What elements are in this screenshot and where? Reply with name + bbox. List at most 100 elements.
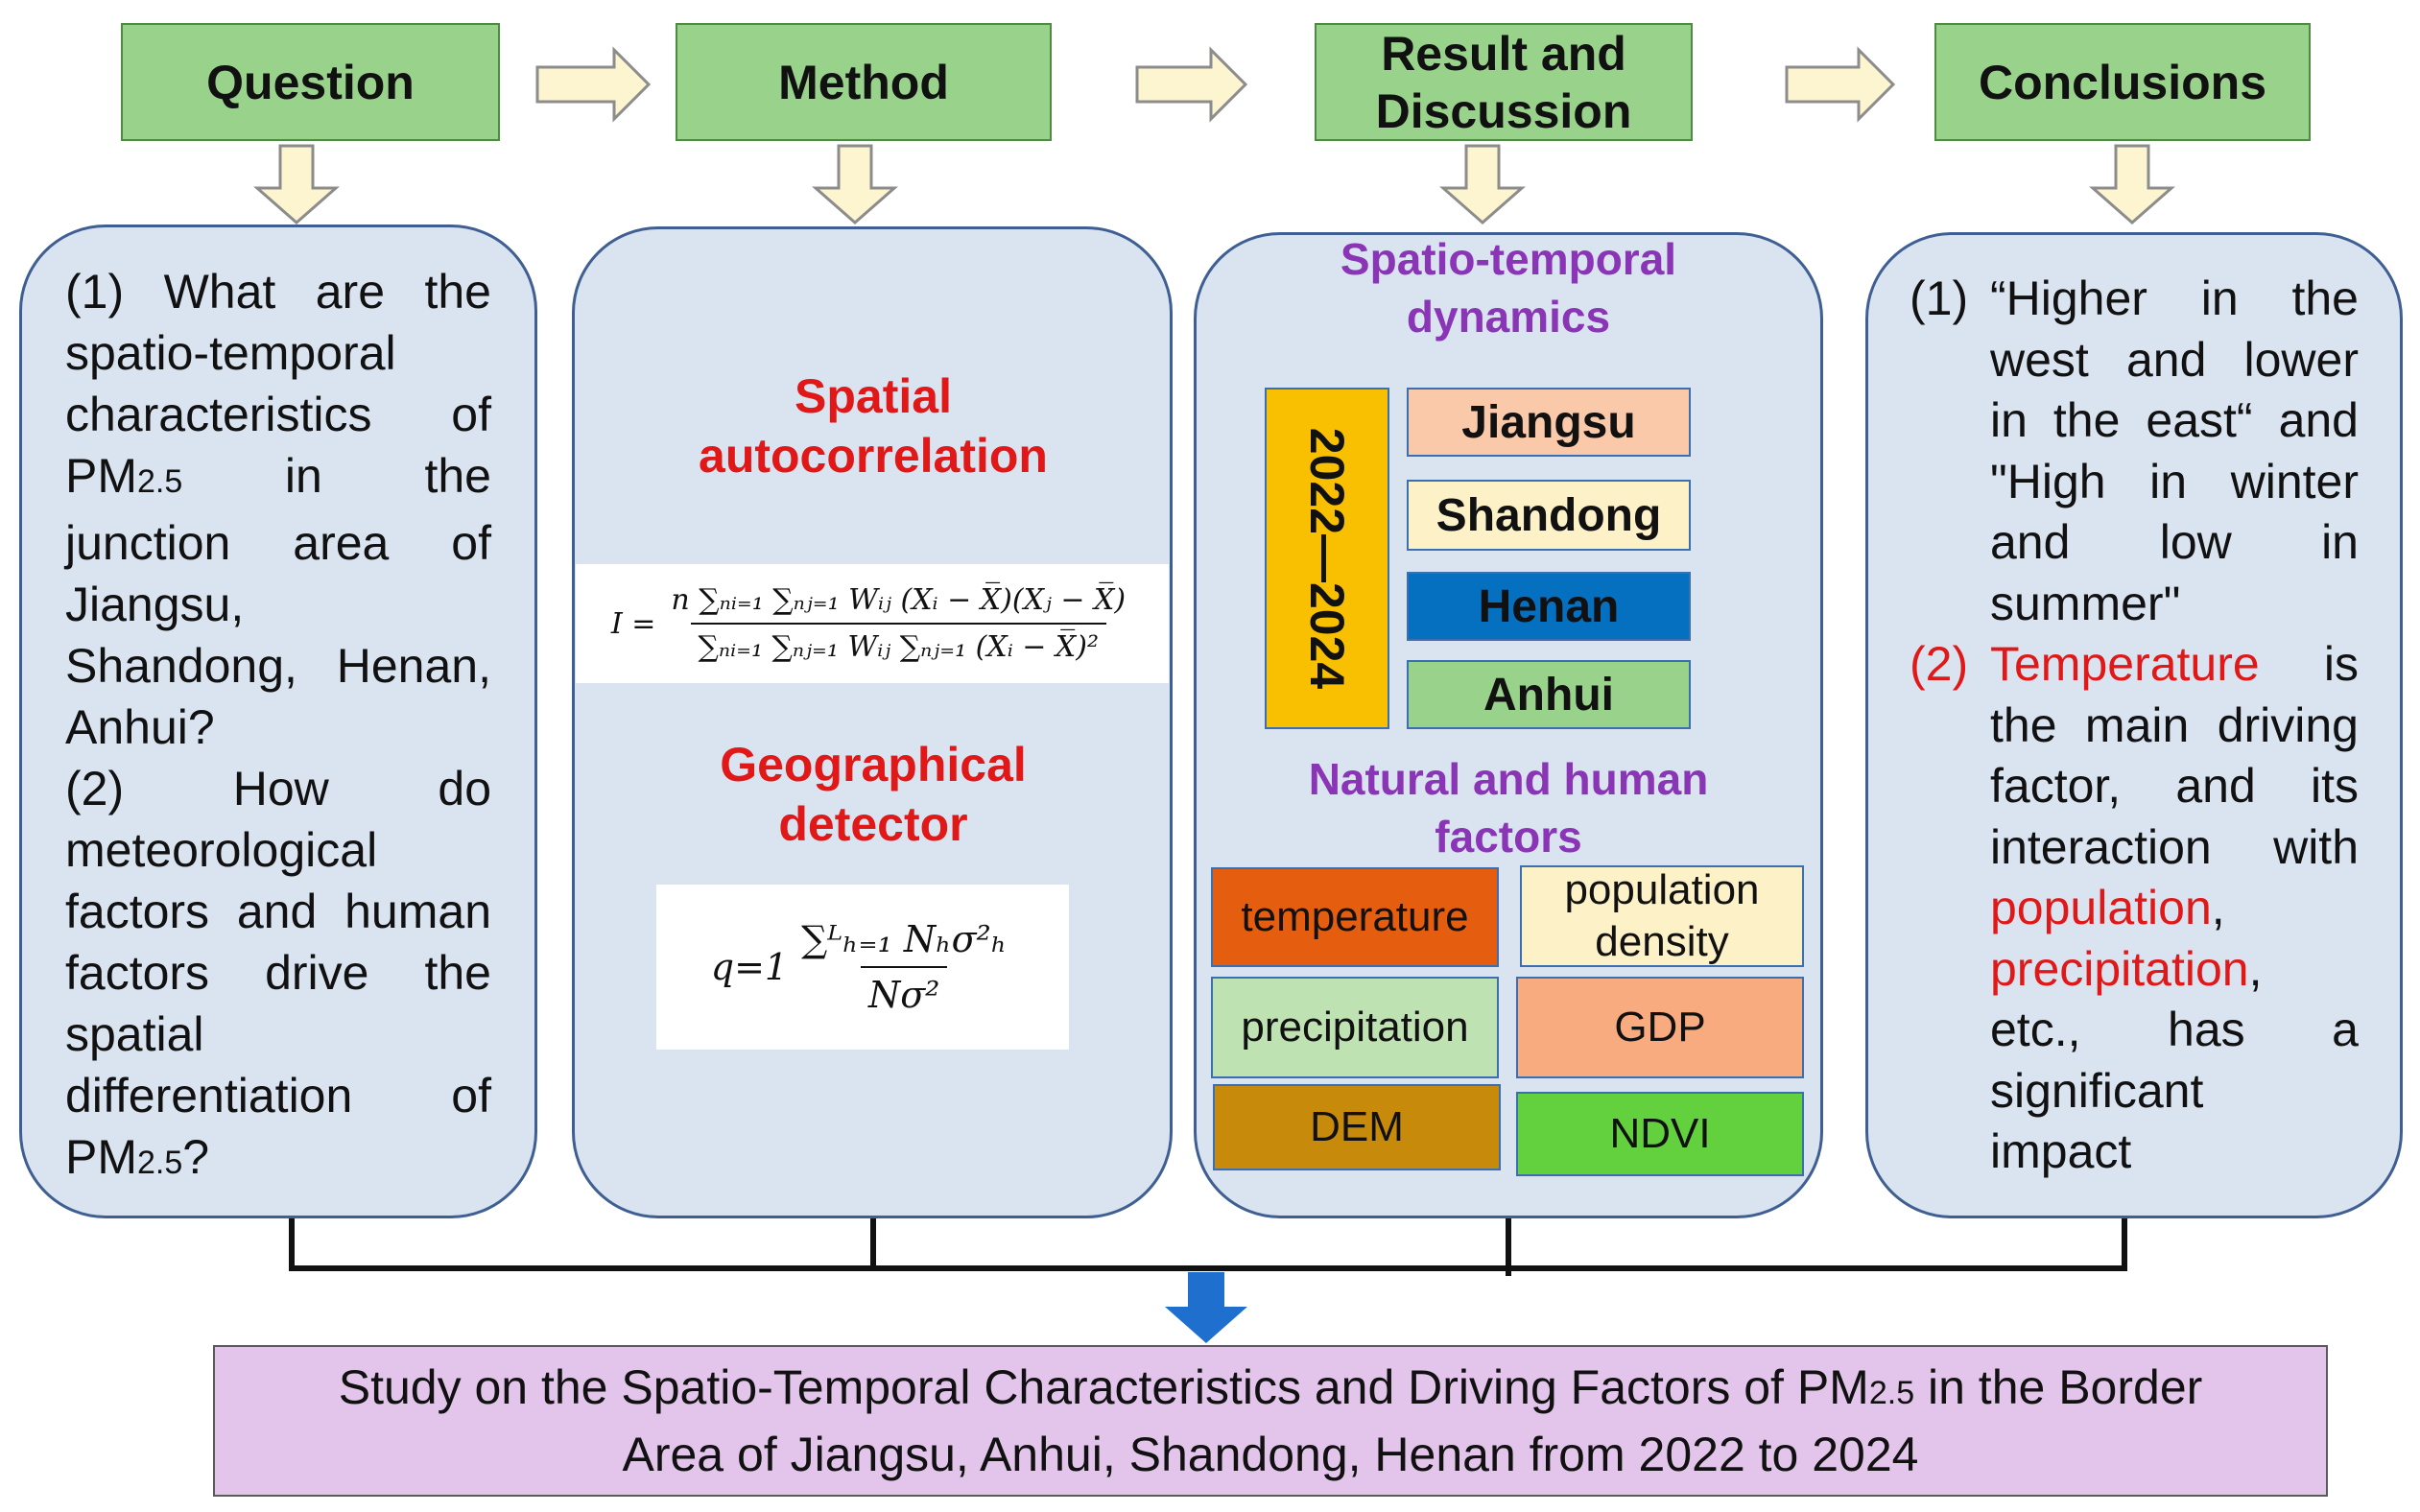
method-title-line: autocorrelation (699, 429, 1048, 483)
conclusion-line: west and lower (1990, 332, 2359, 387)
province-anhui: Anhui (1407, 660, 1691, 729)
result-title-line: Spatio-temporal (1340, 234, 1677, 284)
factor-temperature: temperature (1211, 867, 1499, 967)
q1-line: in the (182, 449, 491, 503)
conclusion-line: impact (1990, 1124, 2132, 1178)
conclusion-line: “Higher in the (1990, 272, 2359, 325)
header-conclusions: Conclusions (1934, 23, 2311, 141)
result-title-line: factors (1435, 812, 1582, 862)
province-label: Shandong (1435, 489, 1662, 541)
method-title-line: Geographical (720, 738, 1027, 791)
header-conclusions-label: Conclusions (1978, 55, 2267, 109)
method-title-line: Spatial (795, 369, 952, 423)
conclusion-line: , (2248, 941, 2263, 996)
factor-label: NDVI (1609, 1110, 1711, 1157)
geo-lhs: q=1 (710, 946, 789, 988)
result-title-line: dynamics (1406, 292, 1611, 342)
keyword-population: population (1990, 881, 2212, 934)
geographical-detector-title: Geographical detector (614, 735, 1132, 854)
q2-line: spatial (65, 1007, 204, 1061)
conclusion-line: in the east“ and (1990, 393, 2359, 447)
factor-gdp: GDP (1516, 977, 1804, 1078)
conclusion-2-body: Temperature is the main driving factor, … (1990, 634, 2359, 1183)
conclusion-1-number: (1) (1910, 272, 1969, 325)
geo-numerator: ∑ᴸₕ₌₁ Nₕσ²ₕ (801, 918, 1008, 960)
conclusion-2: (2) Temperature is the main driving fact… (1910, 634, 2359, 1183)
right-arrow-icon (1785, 46, 1896, 123)
conclusion-1: (1) “Higher in the west and lower in the e… (1910, 269, 2359, 634)
keyword-temperature: Temperature (1990, 637, 2260, 691)
conclusion-1-body: “Higher in the west and lower in the east“… (1990, 269, 2359, 634)
down-arrow-icon (812, 144, 898, 224)
header-question: Question (121, 23, 500, 141)
conclusion-line: summer" (1990, 576, 2181, 630)
study-title-line1: Study on the Spatio-Temporal Characteris… (339, 1357, 2203, 1424)
province-label: Henan (1478, 580, 1620, 632)
down-arrow-icon (1439, 144, 1526, 224)
conclusion-line: "High in winter (1990, 454, 2359, 508)
conclusion-line: , (2211, 881, 2225, 934)
factor-label: GDP (1614, 1004, 1706, 1051)
factor-ndvi: NDVI (1516, 1092, 1804, 1176)
conclusions-panel (1865, 232, 2403, 1218)
method-title-line: detector (778, 797, 968, 851)
conclusion-2-number: (2) (1910, 637, 1969, 691)
q1-line: Anhui? (65, 700, 215, 754)
question-text: (1) What are the spatio-temporal charact… (65, 261, 491, 1193)
spatio-temporal-dynamics-title: Spatio-temporal dynamics (1211, 230, 1806, 345)
moran-lhs: I = (610, 606, 656, 641)
province-shandong: Shandong (1407, 480, 1691, 551)
years-bar: 2022—2024 (1265, 388, 1389, 729)
q1-line: spatio-temporal (65, 326, 396, 380)
down-arrow-icon (2089, 144, 2175, 224)
factor-label: density (1595, 918, 1729, 965)
province-label: Jiangsu (1461, 396, 1636, 448)
down-arrow-icon (253, 144, 340, 224)
years-label: 2022—2024 (1300, 427, 1354, 690)
moran-formula: I = n ∑ₙᵢ₌₁ ∑ₙⱼ₌₁ Wᵢⱼ (Xᵢ − X̅)(Xⱼ − X̅)… (576, 564, 1169, 683)
province-henan: Henan (1407, 572, 1691, 641)
conclusion-line: factor, and its (1990, 759, 2359, 813)
q2-line: meteorological (65, 823, 378, 877)
merge-connector (289, 1218, 2127, 1276)
pm-label: PM (65, 449, 137, 503)
header-question-label: Question (206, 55, 415, 109)
pm-subscript: 2.5 (137, 1145, 183, 1181)
q1-line: junction area of (65, 516, 491, 570)
q2-line: differentiation of (65, 1069, 491, 1122)
right-arrow-icon (1135, 46, 1248, 123)
header-result-label-line2: Discussion (1375, 83, 1632, 138)
study-title-text: in the Border (1914, 1360, 2203, 1414)
pm-subscript: 2.5 (137, 463, 183, 500)
factor-dem: DEM (1213, 1084, 1501, 1170)
conclusion-line: significant (1990, 1063, 2204, 1118)
q1-line: (1) What are the (65, 265, 491, 319)
conclusion-line: and low in (1990, 515, 2359, 569)
factor-label: precipitation (1241, 1004, 1469, 1051)
pm-label: PM (65, 1130, 137, 1184)
right-arrow-icon (535, 46, 652, 123)
blue-down-arrow-icon (1165, 1272, 1247, 1343)
geo-denominator: Nσ² (860, 966, 948, 1016)
factor-label: population (1564, 866, 1760, 913)
q1-line: Jiangsu, (65, 578, 245, 631)
geo-fraction: ∑ᴸₕ₌₁ Nₕσ²ₕ Nσ² (794, 918, 1014, 1016)
study-title-text: Study on the Spatio-Temporal Characteris… (338, 1360, 1869, 1414)
conclusion-line: the main driving (1990, 697, 2359, 752)
question-panel (19, 224, 537, 1218)
q2-line: factors drive the (65, 946, 491, 1000)
factor-precipitation: precipitation (1211, 977, 1499, 1078)
header-result-label-line1: Result and (1381, 26, 1626, 81)
moran-denominator: ∑ₙᵢ₌₁ ∑ₙⱼ₌₁ Wᵢⱼ ∑ₙⱼ₌₁ (Xᵢ − X̅)² (690, 623, 1107, 664)
factor-population-density: population density (1520, 865, 1804, 967)
header-method-label: Method (778, 55, 949, 109)
result-title-line: Natural and human (1308, 754, 1709, 804)
province-jiangsu: Jiangsu (1407, 388, 1691, 457)
pm-subscript: 2.5 (1868, 1375, 1915, 1411)
study-title-box: Study on the Spatio-Temporal Characteris… (213, 1345, 2328, 1497)
study-title-line2: Area of Jiangsu, Anhui, Shandong, Henan … (622, 1428, 1919, 1481)
header-method: Method (676, 23, 1052, 141)
q1-line: characteristics of (65, 388, 491, 441)
conclusion-line: interaction with (1990, 819, 2359, 874)
